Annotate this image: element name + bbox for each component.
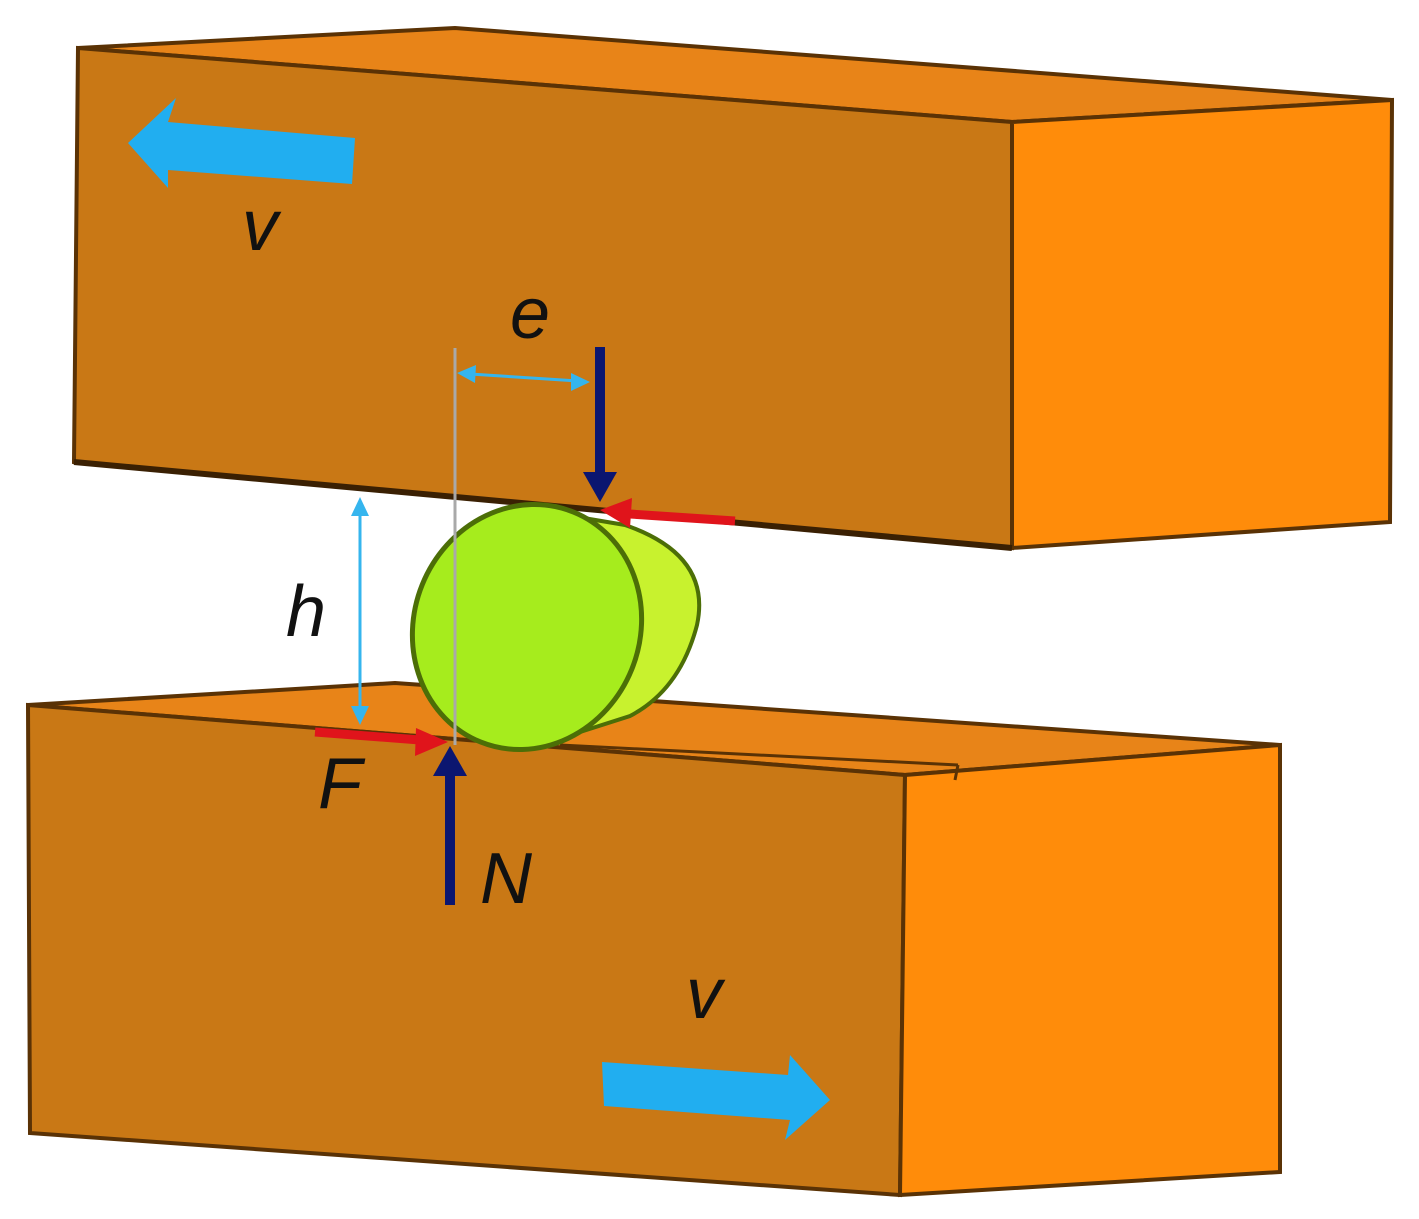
h-arrowhead-top	[351, 497, 369, 516]
label-v-bottom: v	[686, 954, 726, 1034]
lower-block-groove-line-2	[953, 764, 960, 781]
h-arrowhead-bottom	[351, 706, 369, 725]
label-h: h	[286, 572, 326, 652]
friction-force-bottom-arrowhead	[415, 728, 448, 756]
roller-end-face	[409, 501, 645, 753]
friction-force-top-shaft	[629, 509, 736, 526]
friction-force-bottom-shaft	[314, 727, 421, 745]
velocity-arrow-left	[128, 98, 355, 188]
normal-force-top-arrowhead	[583, 472, 617, 502]
lower-block-front-face	[25, 702, 908, 1198]
label-N: N	[480, 839, 533, 919]
velocity-arrow-right	[602, 1055, 830, 1140]
upper-block	[71, 25, 1395, 551]
e-dimension-line	[469, 372, 579, 383]
e-arrowhead-right	[571, 373, 590, 391]
dimension-h	[351, 497, 369, 725]
dimension-e	[453, 348, 590, 745]
label-e: e	[510, 274, 550, 354]
lower-block	[25, 680, 1282, 1198]
normal-force-bottom-arrowhead	[433, 746, 467, 776]
label-F: F	[318, 744, 366, 824]
e-arrowhead-left	[457, 365, 476, 383]
friction-force-top-arrowhead	[600, 498, 632, 528]
roller	[409, 501, 702, 753]
label-v-top: v	[242, 186, 282, 266]
lower-block-groove-line	[559, 743, 959, 767]
lower-block-side-face	[897, 742, 1282, 1198]
upper-block-side-face	[1010, 97, 1395, 551]
